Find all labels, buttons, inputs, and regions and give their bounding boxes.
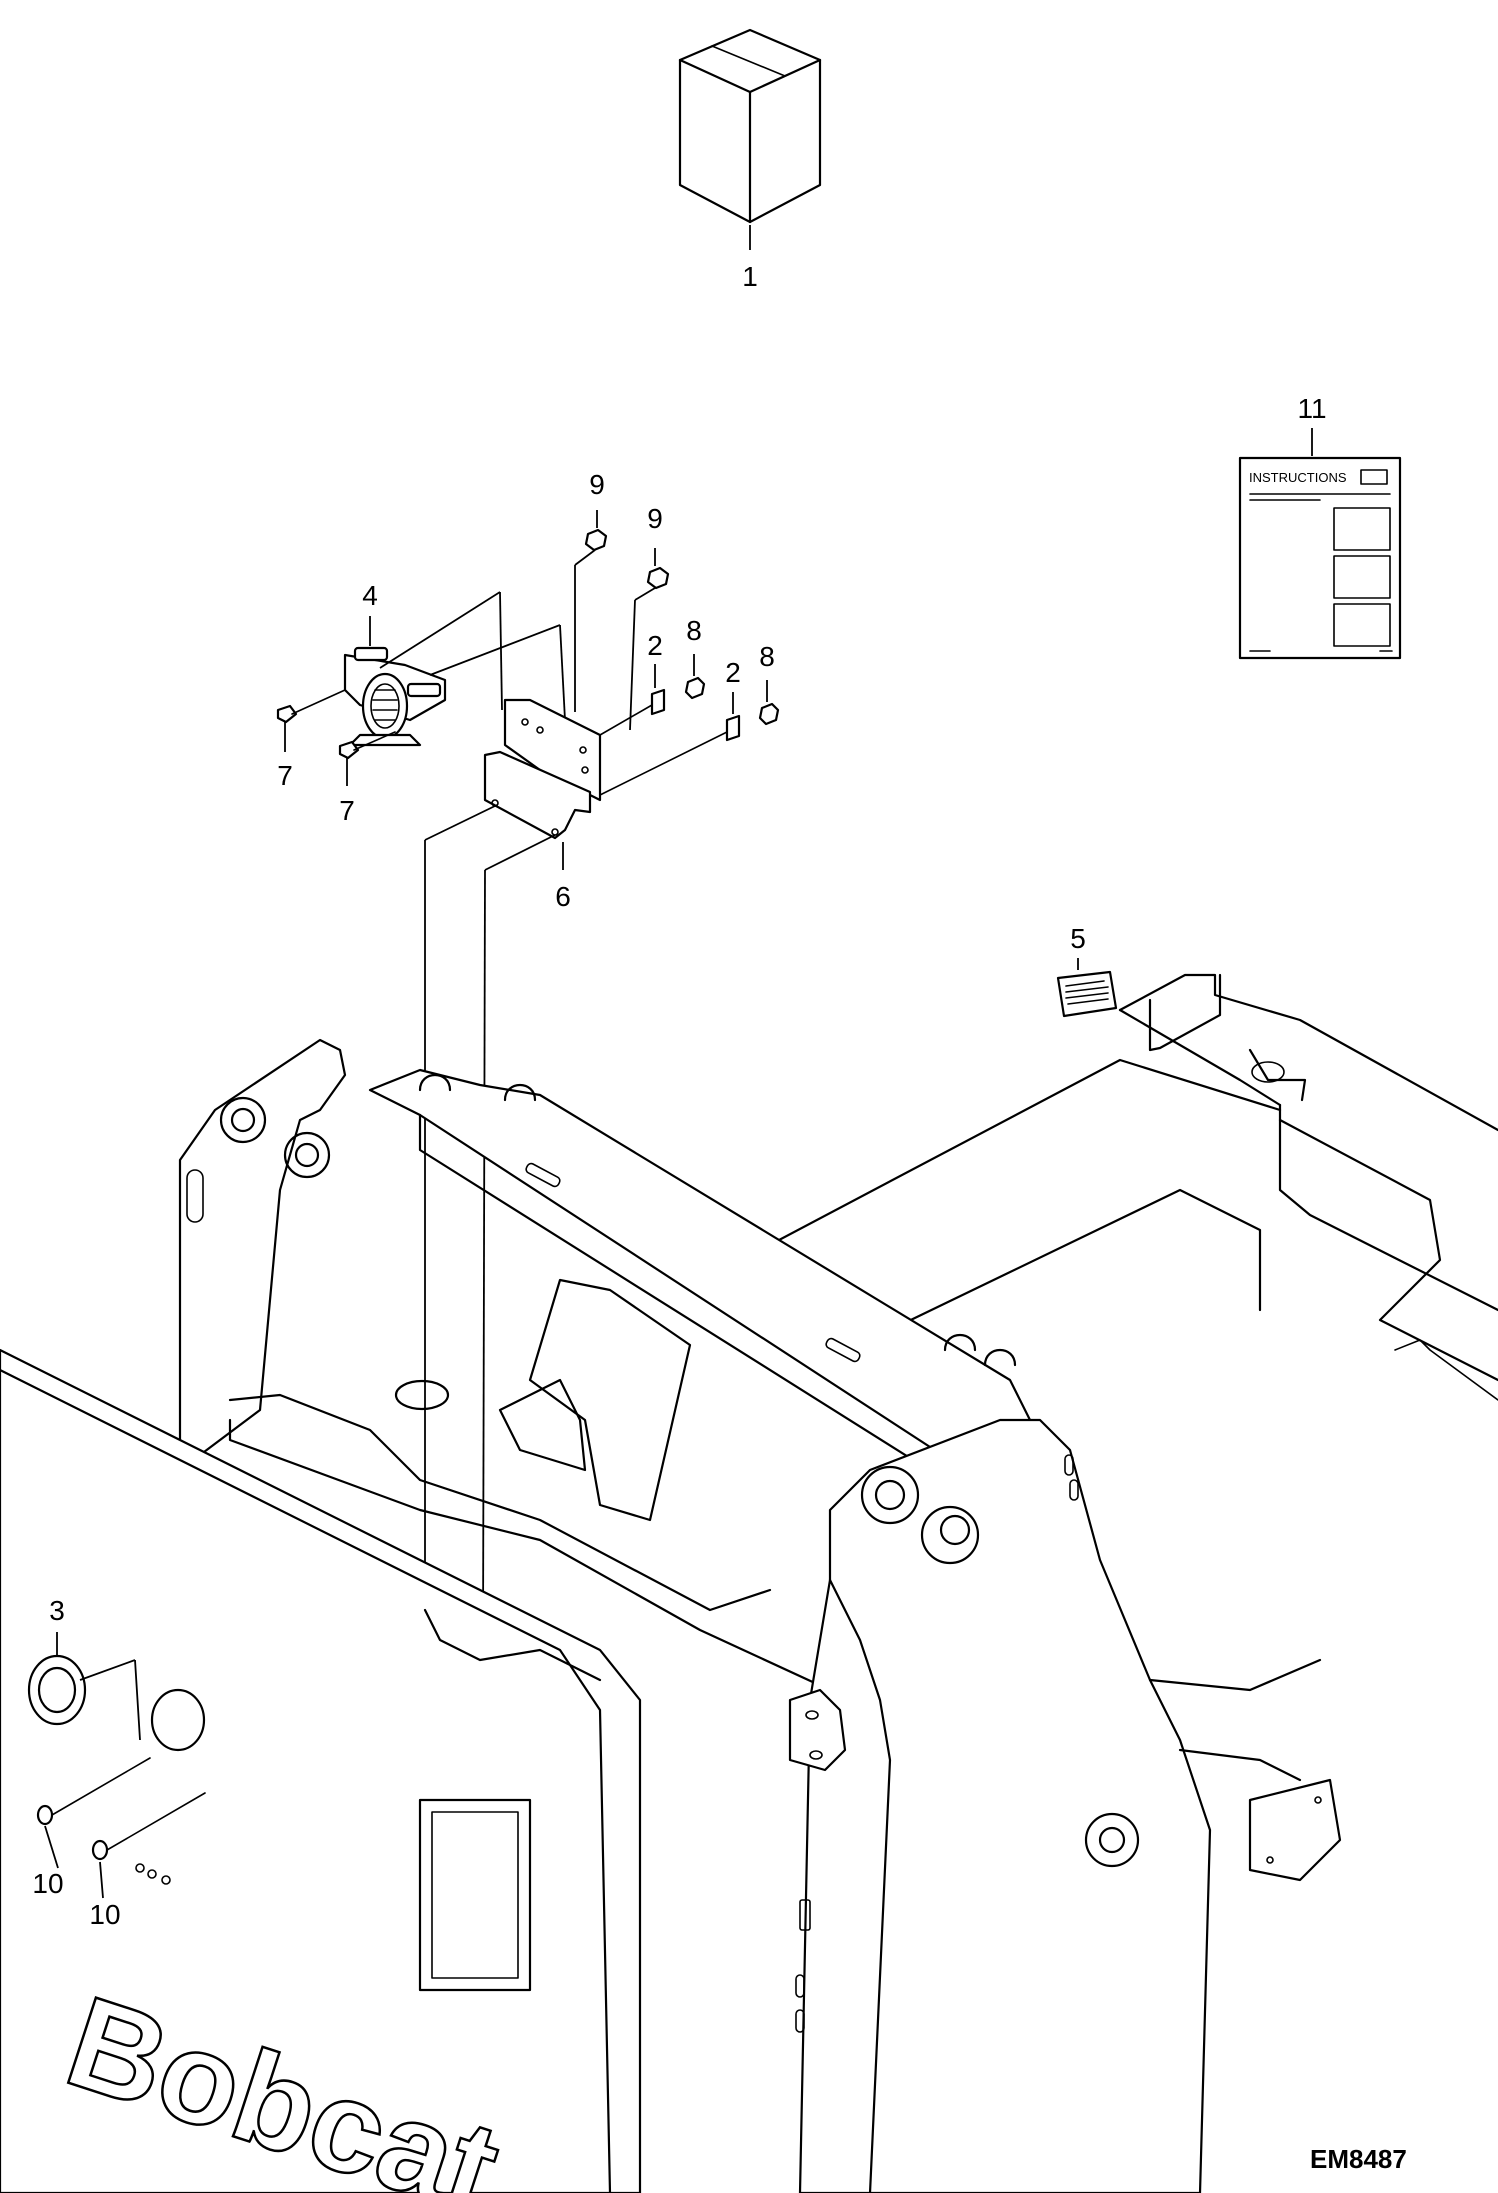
- callout-2a: 2: [647, 630, 663, 661]
- callout-9b: 9: [647, 503, 663, 534]
- loader-frame: Bobcat: [0, 973, 1498, 2193]
- part-11-instructions-card: INSTRUCTIONS: [1238, 428, 1402, 660]
- callout-9a: 9: [589, 469, 605, 500]
- callout-10b: 10: [89, 1899, 120, 1930]
- part-6-bracket: [424, 698, 602, 1641]
- callout-3: 3: [49, 1595, 65, 1626]
- callout-4: 4: [362, 580, 378, 611]
- part-3-grommet: [27, 1632, 141, 1741]
- callout-11: 11: [1297, 393, 1326, 424]
- part-2-washers: [599, 664, 741, 796]
- drawing-code: EM8487: [1310, 2144, 1407, 2174]
- callout-7a: 7: [277, 760, 293, 791]
- callout-7b: 7: [339, 795, 355, 826]
- callout-8b: 8: [759, 641, 775, 672]
- callout-8a: 8: [686, 615, 702, 646]
- part-5-decal: [1056, 958, 1118, 1018]
- callout-labels: 1 2 2 3 4 5 6 7 7 8 8 9 9 10 10 11: [32, 261, 1326, 1930]
- part-9-nuts: [574, 510, 670, 731]
- callout-10a: 10: [32, 1868, 63, 1899]
- part-4-backup-alarm: [343, 591, 566, 747]
- callout-2b: 2: [725, 657, 741, 688]
- callout-6: 6: [555, 881, 571, 912]
- part-8-nuts: [684, 654, 780, 726]
- callout-5: 5: [1070, 923, 1086, 954]
- part-1-box: [678, 28, 822, 250]
- part-7-bolts: [276, 689, 396, 786]
- instructions-title: INSTRUCTIONS: [1249, 470, 1347, 485]
- part-10-rivets: [36, 1757, 206, 1899]
- callout-1: 1: [742, 261, 758, 292]
